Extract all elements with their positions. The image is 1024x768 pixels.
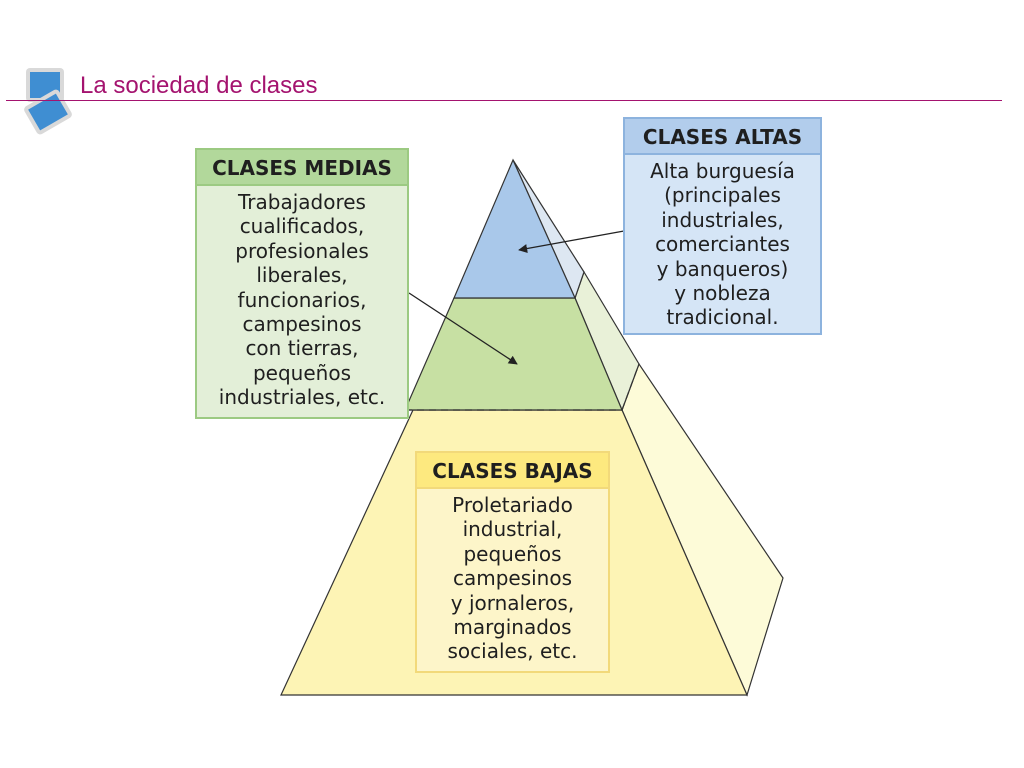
clases-altas-box: CLASES ALTAS Alta burguesía (principales… <box>623 117 822 335</box>
clases-altas-heading: CLASES ALTAS <box>625 119 820 155</box>
clases-bajas-box: CLASES BAJAS Proletariado industrial, pe… <box>415 451 610 673</box>
clases-bajas-text: Proletariado industrial, pequeños campes… <box>447 493 578 664</box>
clases-medias-heading: CLASES MEDIAS <box>197 150 407 186</box>
clases-bajas-heading: CLASES BAJAS <box>417 453 608 489</box>
arrow-clases-medias <box>408 292 518 365</box>
pyramid-tier-top <box>453 158 576 299</box>
clases-medias-box: CLASES MEDIAS Trabajadores cualificados,… <box>195 148 409 419</box>
title-divider <box>6 100 1002 101</box>
clases-medias-text: Trabajadores cualificados, profesionales… <box>218 190 386 410</box>
slide-title: La sociedad de clases <box>80 72 318 99</box>
tier-divider-side <box>621 363 640 411</box>
clases-altas-text: Alta burguesía (principales industriales… <box>650 159 795 330</box>
arrow-clases-altas <box>518 230 625 254</box>
